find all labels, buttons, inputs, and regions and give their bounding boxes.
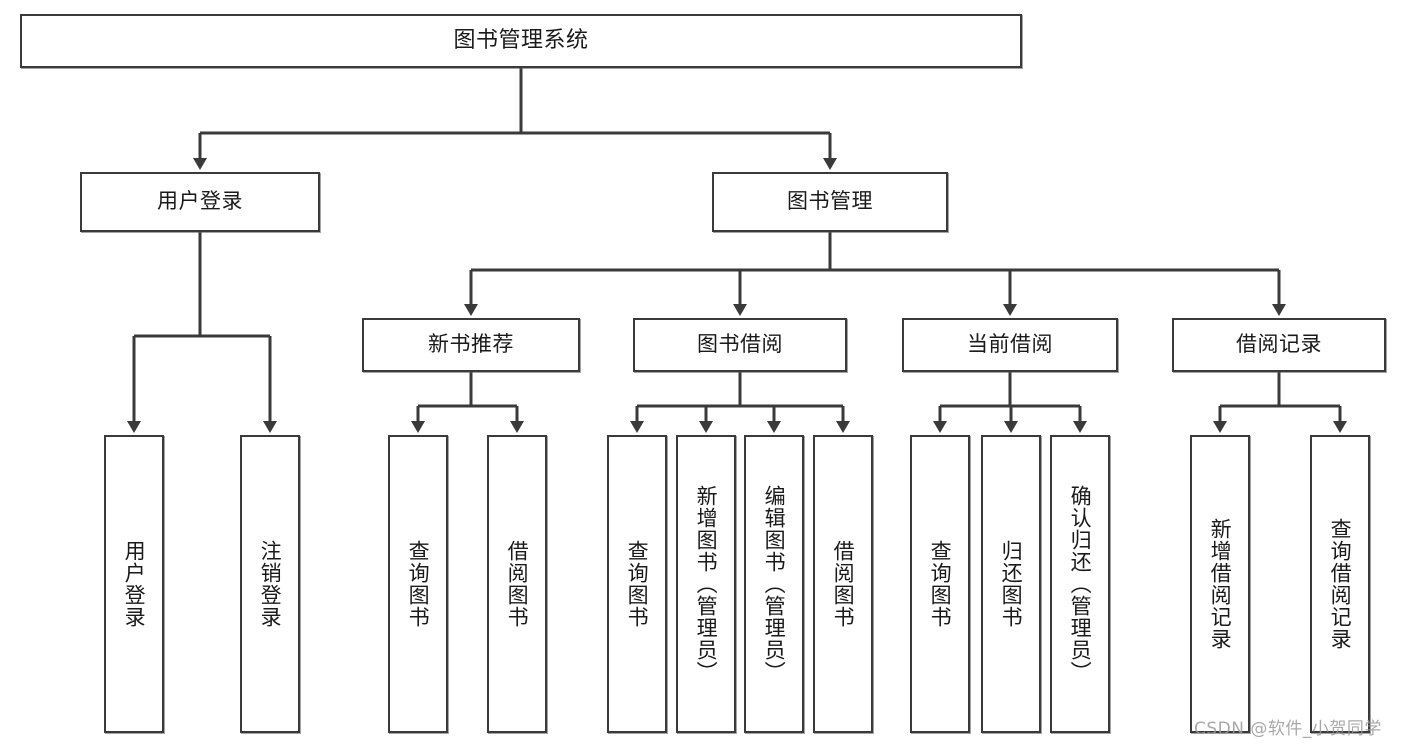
node-leaf-label: 新增图书（管理员） — [694, 485, 719, 683]
node-level2-label: 用户登录 — [157, 189, 243, 214]
node-leaf-用户登录-0[interactable]: 用户登录 — [104, 435, 164, 733]
node-leaf-label: 借阅图书 — [831, 540, 856, 628]
node-leaf-label: 确认归还（管理员） — [1068, 485, 1093, 683]
node-leaf-label: 查询图书 — [928, 540, 953, 628]
node-level3-label: 图书借阅 — [697, 332, 783, 357]
watermark-text: CSDN @软件_小贺同学 — [1194, 719, 1382, 739]
node-leaf-查询图书-2[interactable]: 查询图书 — [388, 435, 448, 733]
node-leaf-label: 借阅图书 — [505, 540, 530, 628]
node-level2-label: 图书管理 — [787, 189, 873, 214]
node-leaf-label: 归还图书 — [999, 540, 1024, 628]
node-level2-图书管理-1[interactable]: 图书管理 — [712, 172, 948, 232]
node-leaf-借阅图书-3[interactable]: 借阅图书 — [487, 435, 547, 733]
node-leaf-新增借阅记录-11[interactable]: 新增借阅记录 — [1190, 435, 1250, 733]
node-leaf-label: 编辑图书（管理员） — [762, 485, 787, 683]
node-leaf-label: 查询借阅记录 — [1328, 518, 1353, 650]
node-level3-label: 新书推荐 — [428, 332, 514, 357]
node-level3-图书借阅-1[interactable]: 图书借阅 — [633, 318, 847, 372]
node-leaf-label: 注销登录 — [258, 540, 283, 628]
node-level3-当前借阅-2[interactable]: 当前借阅 — [902, 318, 1118, 372]
node-root[interactable]: 图书管理系统 — [20, 14, 1022, 68]
node-leaf-查询借阅记录-12[interactable]: 查询借阅记录 — [1310, 435, 1370, 733]
node-leaf-label: 查询图书 — [406, 540, 431, 628]
node-level2-用户登录-0[interactable]: 用户登录 — [80, 172, 320, 232]
node-leaf-查询图书-8[interactable]: 查询图书 — [910, 435, 970, 733]
node-leaf-label: 新增借阅记录 — [1208, 518, 1233, 650]
node-root-label: 图书管理系统 — [453, 27, 589, 53]
node-leaf-归还图书-9[interactable]: 归还图书 — [981, 435, 1041, 733]
node-level3-label: 当前借阅 — [967, 332, 1053, 357]
node-leaf-label: 查询图书 — [625, 540, 650, 628]
node-level3-label: 借阅记录 — [1236, 332, 1322, 357]
node-leaf-确认归还管理员-10[interactable]: 确认归还（管理员） — [1050, 435, 1110, 733]
node-leaf-编辑图书管理员-6[interactable]: 编辑图书（管理员） — [744, 435, 804, 733]
node-leaf-注销登录-1[interactable]: 注销登录 — [240, 435, 300, 733]
node-leaf-借阅图书-7[interactable]: 借阅图书 — [813, 435, 873, 733]
node-leaf-新增图书管理员-5[interactable]: 新增图书（管理员） — [676, 435, 736, 733]
node-level3-新书推荐-0[interactable]: 新书推荐 — [362, 318, 580, 372]
node-leaf-查询图书-4[interactable]: 查询图书 — [607, 435, 667, 733]
node-leaf-label: 用户登录 — [122, 540, 147, 628]
node-level3-借阅记录-3[interactable]: 借阅记录 — [1172, 318, 1386, 372]
